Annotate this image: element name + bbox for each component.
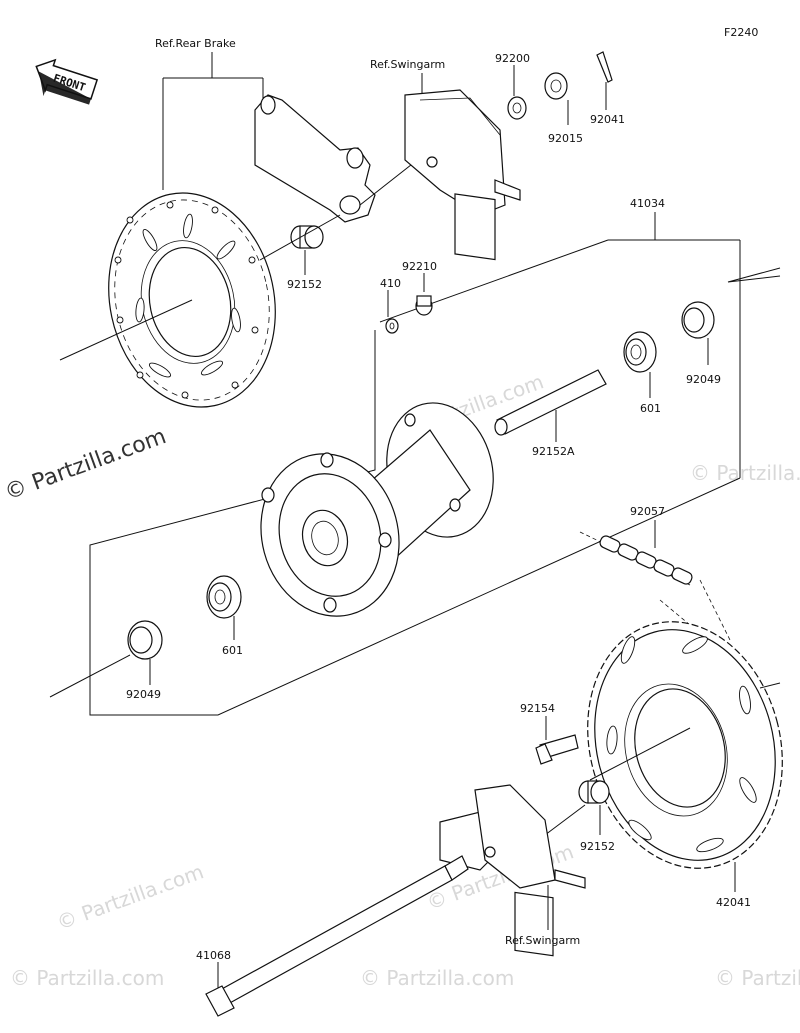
bearing-601-left xyxy=(206,575,242,619)
center-line xyxy=(49,267,781,698)
label-92152-top: 92152 xyxy=(287,278,322,291)
label-ref-rear-brake: Ref.Rear Brake xyxy=(155,37,236,50)
watermark: © Partzilla.com xyxy=(10,966,164,990)
label-41068: 41068 xyxy=(196,949,231,962)
label-601-right: 601 xyxy=(640,402,661,415)
label-42041: 42041 xyxy=(716,896,751,909)
label-92210: 92210 xyxy=(402,260,437,273)
swingarm-adjuster-bottom xyxy=(439,784,586,957)
collar-92152-top xyxy=(290,225,324,249)
sprocket-42041 xyxy=(587,621,783,869)
watermark: © Partzilla.com xyxy=(360,966,514,990)
leader-line xyxy=(544,804,586,836)
watermark: © Partzilla.com xyxy=(715,966,800,990)
label-92049-right: 92049 xyxy=(686,373,721,386)
diagram-id: F2240 xyxy=(724,26,758,39)
label-601-left: 601 xyxy=(222,644,243,657)
label-41034: 41034 xyxy=(630,197,665,210)
spacer-92152A xyxy=(494,369,607,436)
label-ref-swingarm-top: Ref.Swingarm xyxy=(370,58,445,71)
leader-line xyxy=(259,214,341,261)
part-410 xyxy=(385,318,399,334)
assembly-boundary xyxy=(89,330,741,716)
label-410: 410 xyxy=(380,277,401,290)
bolt-92154 xyxy=(535,734,579,765)
label-92200: 92200 xyxy=(495,52,530,65)
seal-92049-right xyxy=(681,301,715,339)
label-92049-left: 92049 xyxy=(126,688,161,701)
watermark: © Partzilla.com xyxy=(690,461,800,485)
swingarm-adjuster-top xyxy=(404,89,521,261)
center-line xyxy=(589,682,781,781)
center-line xyxy=(59,299,193,361)
wheel-hub xyxy=(260,402,494,617)
brake-caliper-bracket xyxy=(254,94,376,223)
label-92057: 92057 xyxy=(630,505,665,518)
bearing-601-right xyxy=(623,331,657,373)
watermark-main: © Partzilla.com xyxy=(2,424,170,506)
seal-92049-left xyxy=(127,620,163,660)
label-92152A: 92152A xyxy=(532,445,575,458)
front-arrow-icon: FRONT xyxy=(35,58,99,105)
label-ref-swingarm-bottom: Ref.Swingarm xyxy=(505,934,580,947)
collar-92152-bottom xyxy=(578,780,610,804)
washer-92200 xyxy=(507,96,527,120)
watermark: © Partzilla.com xyxy=(54,859,207,934)
label-92152-bottom: 92152 xyxy=(580,840,615,853)
label-92041: 92041 xyxy=(590,113,625,126)
axle-41068 xyxy=(205,855,469,1017)
label-92015: 92015 xyxy=(548,132,583,145)
cotter-pin-92041 xyxy=(596,51,613,83)
label-92154: 92154 xyxy=(520,702,555,715)
nut-92015 xyxy=(544,72,568,100)
leader-line xyxy=(379,212,741,478)
leader-line xyxy=(162,52,264,190)
